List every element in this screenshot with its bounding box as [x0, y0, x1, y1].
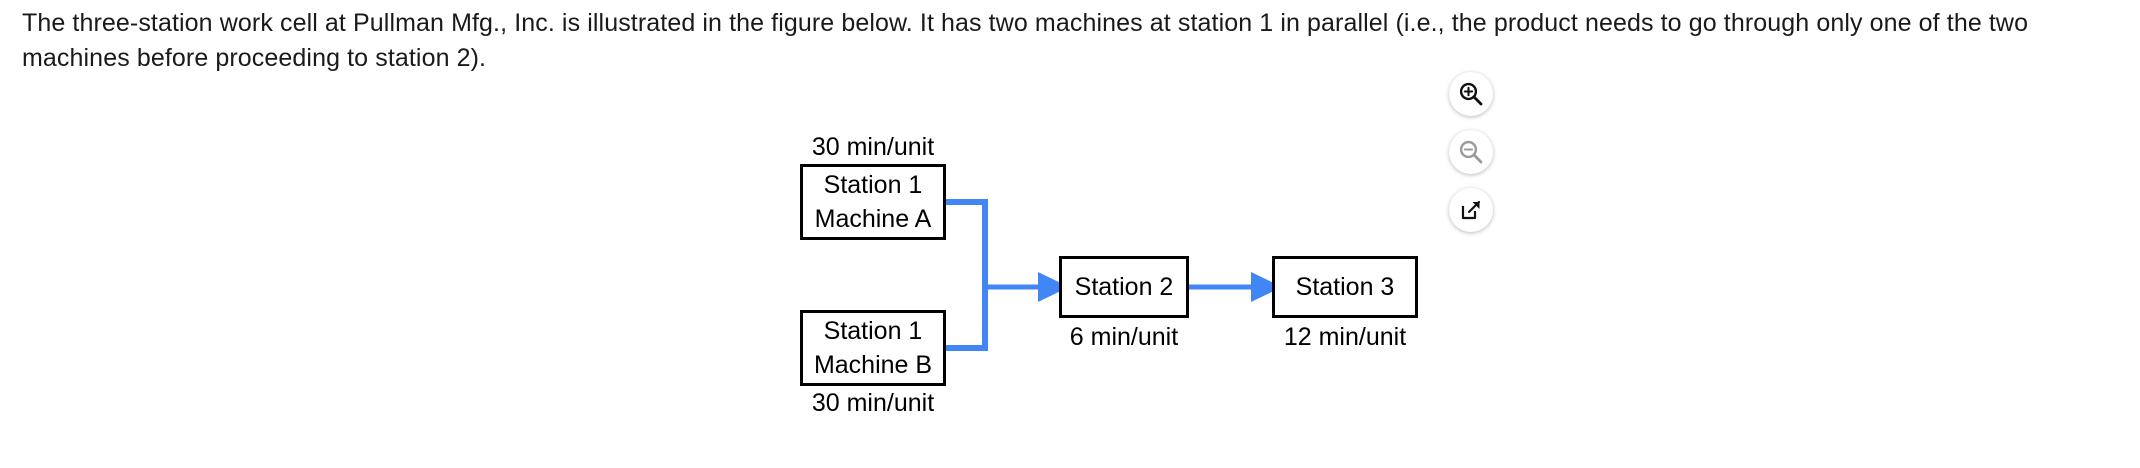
open-fullscreen-button[interactable]: [1449, 188, 1493, 232]
node-title-line1: Station 1: [823, 171, 923, 199]
node-station3: Station 3: [1272, 256, 1418, 318]
node-title-line2: Machine B: [813, 351, 933, 379]
question-prompt: The three-station work cell at Pullman M…: [22, 9, 2029, 72]
rate-label-station1-machine-a: 30 min/unit: [811, 133, 935, 161]
zoom-out-button[interactable]: [1449, 130, 1493, 174]
node-station1-machine-a: Station 1 Machine A: [800, 164, 946, 240]
rate-label-station2: 6 min/unit: [1069, 323, 1179, 351]
rate-label-station1-machine-b: 30 min/unit: [811, 389, 935, 417]
magnifier-plus-icon: [1459, 82, 1483, 106]
node-title-line1: Station 2: [1074, 273, 1174, 301]
node-station1-machine-b: Station 1 Machine B: [800, 310, 946, 386]
node-station2: Station 2: [1059, 256, 1189, 318]
magnifier-minus-icon: [1459, 140, 1483, 164]
node-title-line2: Machine A: [814, 205, 932, 233]
zoom-in-button[interactable]: [1449, 72, 1493, 116]
external-link-icon: [1461, 200, 1481, 220]
rate-label-station3: 12 min/unit: [1283, 323, 1407, 351]
image-viewer-controls: [1438, 72, 1504, 232]
node-title-line1: Station 3: [1295, 273, 1395, 301]
node-title-line1: Station 1: [823, 317, 923, 345]
